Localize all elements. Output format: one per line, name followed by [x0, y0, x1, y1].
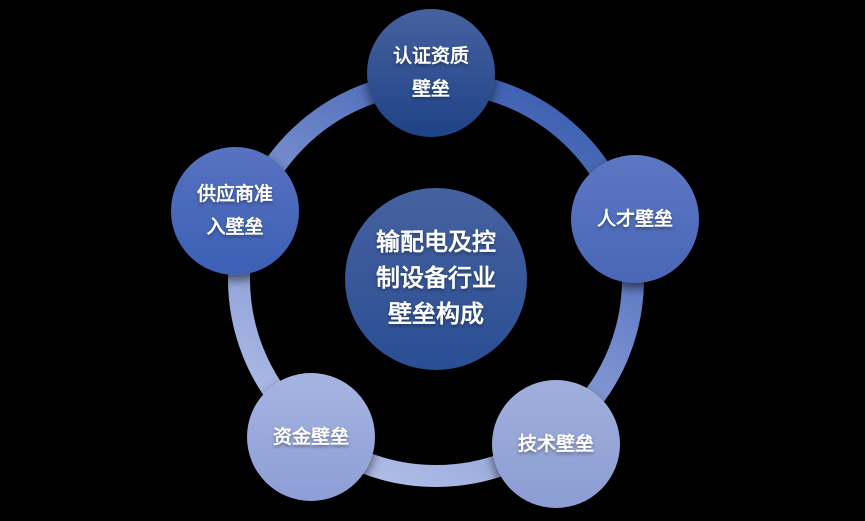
node-capital-barrier: 资金壁垒	[247, 373, 375, 501]
hub-title-line: 壁垒构成	[388, 301, 484, 328]
node-center-hub-title: 输配电及控 制设备行业 壁垒构成	[345, 188, 527, 370]
hub-title-line: 输配电及控	[376, 229, 496, 256]
node-technology-barrier: 技术壁垒	[492, 380, 620, 508]
node-talent-barrier: 人才壁垒	[571, 155, 699, 283]
node-certification-barrier: 认证资质 壁垒	[367, 9, 495, 137]
hub-title-line: 制设备行业	[376, 265, 496, 292]
node-label-line: 资金壁垒	[272, 426, 349, 448]
node-label-line: 技术壁垒	[517, 433, 594, 455]
node-label-line: 人才壁垒	[596, 208, 673, 230]
node-label-line: 壁垒	[411, 79, 450, 100]
node-label-line: 供应商准	[196, 184, 273, 205]
node-label-line: 认证资质	[392, 46, 469, 67]
node-label-line: 入壁垒	[206, 217, 264, 238]
node-supplier-access-barrier: 供应商准 入壁垒	[171, 147, 299, 275]
